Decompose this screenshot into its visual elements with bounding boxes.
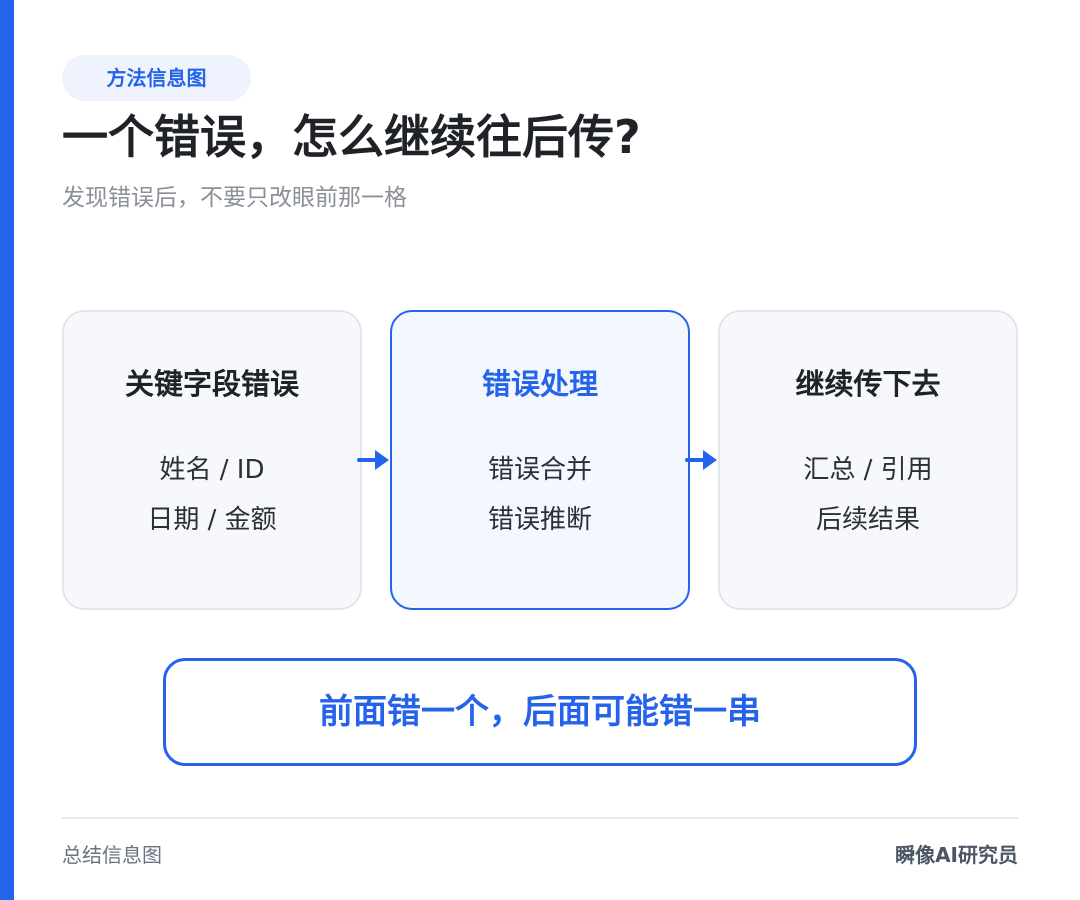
flow-card-propagate: 继续传下去 汇总 / 引用 后续结果: [718, 310, 1018, 610]
card-line: 姓名 / ID: [159, 455, 265, 485]
conclusion-banner: 前面错一个，后面可能错一串: [163, 658, 917, 766]
footer-brand: 瞬像AI研究员: [895, 843, 1018, 867]
card-title: 继续传下去: [795, 367, 941, 401]
card-title: 错误处理: [481, 367, 598, 401]
flow-card-key-field-error: 关键字段错误 姓名 / ID 日期 / 金额: [62, 310, 362, 610]
page-subtitle: 发现错误后，不要只改眼前那一格: [62, 185, 407, 211]
accent-bar: [0, 0, 14, 900]
card-line: 错误合并: [487, 455, 592, 485]
card-line: 错误推断: [487, 505, 592, 535]
card-line: 汇总 / 引用: [803, 455, 933, 485]
category-tag: 方法信息图: [62, 55, 251, 101]
page-title: 一个错误，怎么继续往后传?: [62, 110, 641, 164]
card-title: 关键字段错误: [124, 367, 299, 401]
card-line: 日期 / 金额: [147, 505, 277, 535]
arrow-right-icon: [357, 450, 389, 470]
arrow-right-icon: [685, 450, 717, 470]
footer-divider: [62, 817, 1018, 819]
footer-label: 总结信息图: [62, 843, 162, 867]
flow-card-error-handling: 错误处理 错误合并 错误推断: [390, 310, 690, 610]
card-line: 后续结果: [815, 505, 920, 535]
